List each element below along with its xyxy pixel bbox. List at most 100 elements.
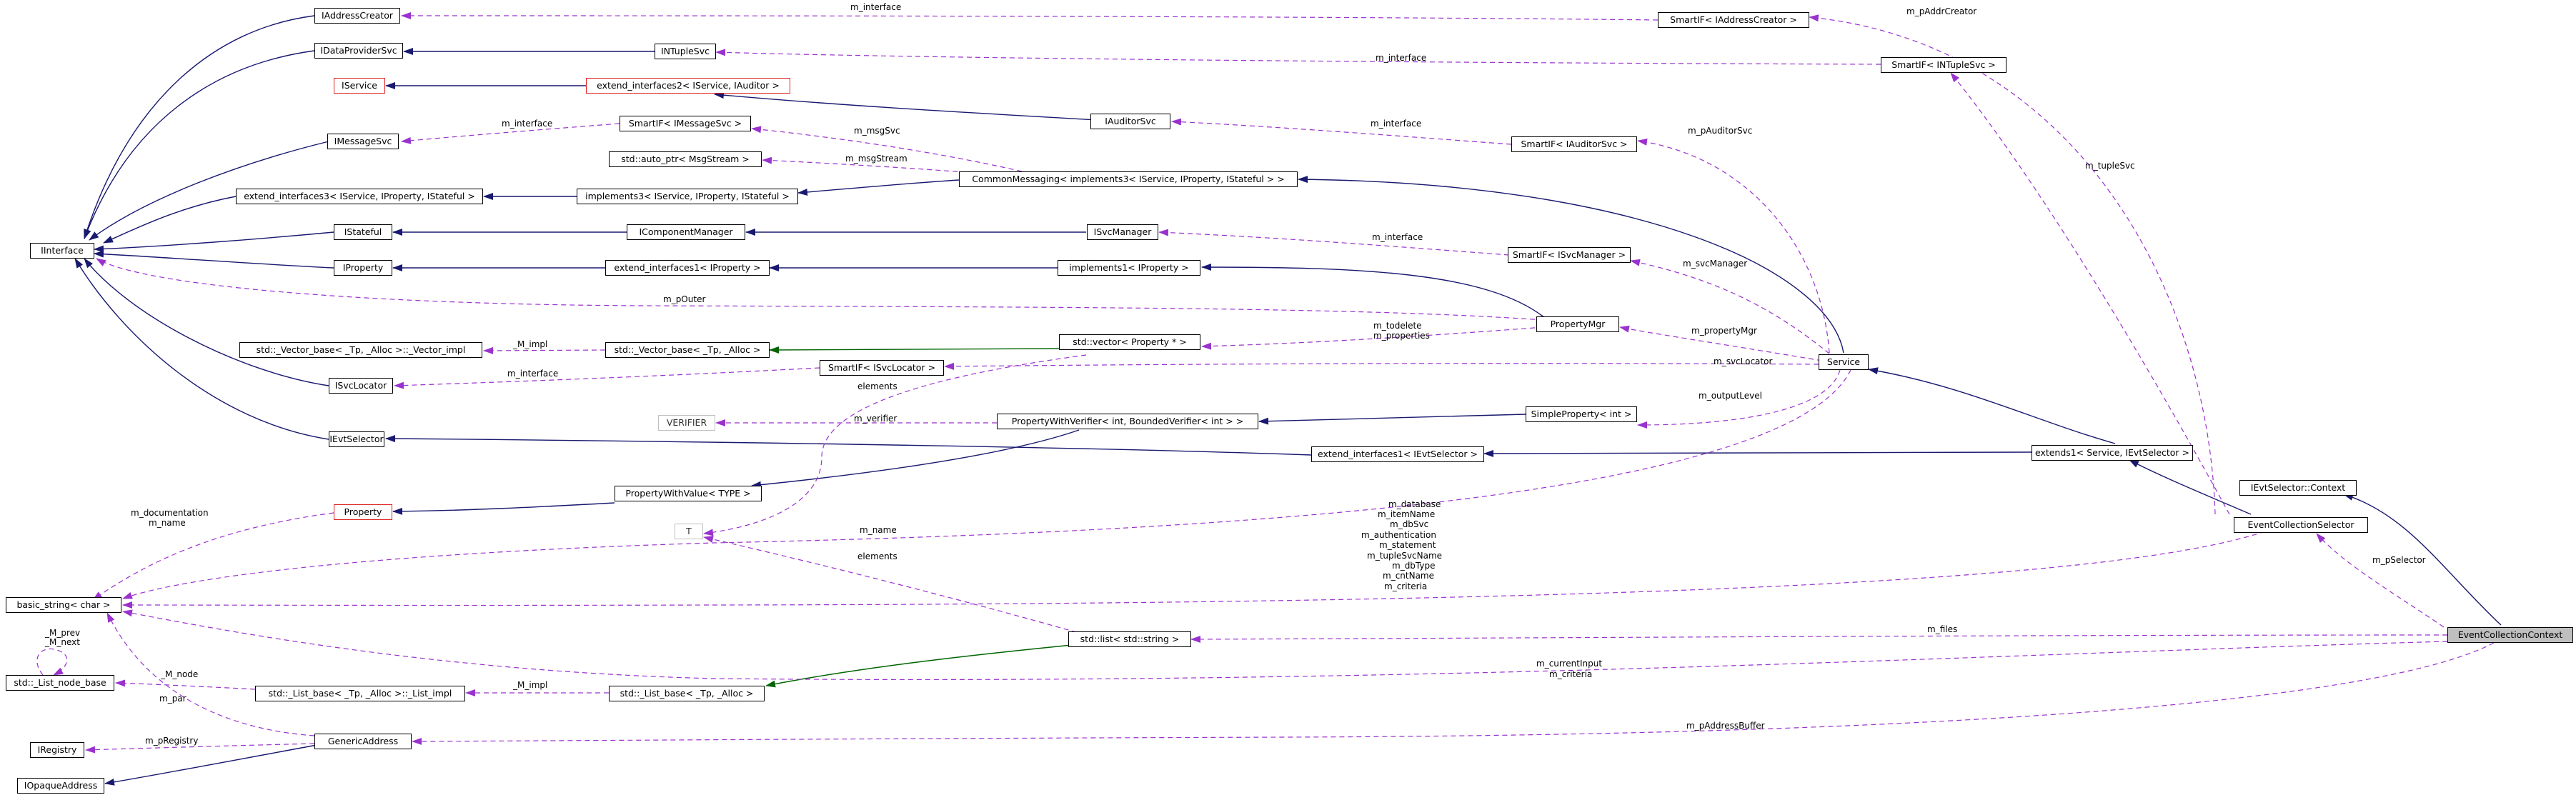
edge-extend1evt-ievtselector: [385, 435, 1312, 456]
edge-selector-basicstring: [122, 531, 2266, 609]
edge-commonmessaging-smartif-msgsvc: [751, 126, 1023, 172]
class-node-eventcollectioncontext[interactable]: EventCollectionContext: [2447, 627, 2573, 643]
edge-context-basicstring: [122, 609, 2448, 681]
edge-service-propertymgr: [1619, 325, 1823, 361]
class-node-smartif-isvclocator[interactable]: SmartIF< ISvcLocator >: [820, 360, 944, 376]
edge-imessagesvc-iinterface: [89, 141, 329, 241]
edge-label: _M_impl: [512, 680, 547, 690]
class-node-smartif-imessagesvc[interactable]: SmartIF< IMessageSvc >: [620, 116, 751, 131]
edge-extends1-extend1evt: [1483, 449, 2032, 457]
class-node-list-node-base[interactable]: std::_List_node_base: [6, 675, 114, 691]
class-node-propertymgr[interactable]: PropertyMgr: [1536, 316, 1619, 332]
class-node-intuplesvc[interactable]: INTupleSvc: [655, 44, 716, 59]
edge-service-simpleproperty: [1637, 369, 1841, 429]
class-node-list-base-impl[interactable]: std::_List_base< _Tp, _Alloc >::_List_im…: [255, 686, 465, 701]
class-node-icomponentmanager[interactable]: IComponentManager: [627, 224, 745, 240]
class-node-t[interactable]: T: [675, 524, 703, 539]
edge-service-smartif-svcmanager: [1630, 259, 1830, 354]
edge-label: m_pSelector: [2372, 555, 2426, 565]
class-node-extend-interfaces2[interactable]: extend_interfaces2< IService, IAuditor >: [586, 78, 790, 94]
class-node-simpleproperty-int[interactable]: SimpleProperty< int >: [1526, 406, 1637, 422]
edge-listnode-self: [36, 648, 68, 676]
edge-selector-smartif-addrcreator: [1809, 14, 2216, 515]
edge-vectorproperty-t: [703, 354, 1087, 536]
edge-label: m_documentation: [131, 508, 209, 518]
edge-propertywithvalue-property: [392, 502, 615, 515]
class-node-imessagesvc[interactable]: IMessageSvc: [327, 134, 399, 149]
edge-label: m_par: [159, 694, 187, 704]
class-node-idataprovidersvc[interactable]: IDataProviderSvc: [314, 43, 403, 59]
edge-label: m_interface: [850, 2, 901, 12]
edge-eventcollectioncontext-context: [2343, 494, 2502, 626]
class-node-iproperty[interactable]: IProperty: [334, 260, 392, 276]
class-node-extend-interfaces3[interactable]: extend_interfaces3< IService, IProperty,…: [236, 189, 483, 204]
class-node-extends1[interactable]: extends1< Service, IEvtSelector >: [2032, 445, 2193, 461]
edge-label: m_pAuditorSvc: [1688, 126, 1752, 136]
edge-label: m_tupleSvcName: [1367, 551, 1442, 561]
edge-extend3-iinterface: [103, 196, 237, 244]
class-node-iopaqueaddress[interactable]: IOpaqueAddress: [17, 778, 104, 794]
edge-liststring-t: [703, 536, 1094, 638]
edge-label: m_dbType: [1392, 561, 1436, 571]
class-node-ievtselector[interactable]: IEvtSelector: [329, 431, 384, 447]
class-node-vector-base[interactable]: std::_Vector_base< _Tp, _Alloc >: [605, 342, 770, 358]
edge-propertymgr-iinterface: [96, 258, 1544, 321]
class-node-commonmessaging[interactable]: CommonMessaging< implements3< IService, …: [959, 171, 1298, 187]
edge-label: m_interface: [507, 369, 558, 379]
edge-label: m_svcManager: [1683, 259, 1747, 269]
edge-label: m_interface: [502, 119, 552, 129]
class-node-basic-string[interactable]: basic_string< char >: [6, 597, 121, 613]
class-node-smartif-isvcmanager[interactable]: SmartIF< ISvcManager >: [1508, 247, 1631, 263]
class-node-iauditorsvc[interactable]: IAuditorSvc: [1090, 114, 1170, 129]
edge-smartif-svclocator-isvclocator: [394, 367, 820, 389]
edge-label: _M_impl: [512, 339, 547, 349]
edge-label: m_properties: [1373, 331, 1430, 341]
class-node-smartif-iaddresscreator[interactable]: SmartIF< IAddressCreator >: [1658, 12, 1809, 28]
edge-label: m_dbSvc: [1390, 519, 1428, 529]
class-node-istateful[interactable]: IStateful: [334, 224, 392, 240]
class-node-eventcollectionselector[interactable]: EventCollectionSelector: [2234, 517, 2368, 533]
class-node-propertywithvalue[interactable]: PropertyWithValue< TYPE >: [615, 486, 762, 501]
class-node-iaddresscreator[interactable]: IAddressCreator: [314, 8, 400, 24]
edge-genericaddress-iregistry: [85, 743, 315, 754]
edge-genericaddress-basicstring: [106, 612, 315, 736]
class-node-vector-property[interactable]: std::vector< Property * >: [1059, 334, 1200, 350]
edge-service-commonmessaging: [1298, 176, 1844, 354]
edge-iauditorsvc-extend2: [714, 91, 1123, 122]
class-node-iservice[interactable]: IService: [334, 78, 385, 94]
class-node-auto-ptr-msgstream[interactable]: std::auto_ptr< MsgStream >: [609, 151, 762, 167]
class-node-iinterface[interactable]: IInterface: [30, 243, 94, 259]
class-node-isvclocator[interactable]: ISvcLocator: [329, 378, 393, 394]
edge-genericaddress-iopaqueaddress: [104, 742, 329, 786]
edge-context-liststring: [1190, 634, 2448, 643]
class-node-extend-interfaces1-ievtselector[interactable]: extend_interfaces1< IEvtSelector >: [1311, 446, 1484, 462]
edge-label: m_criteria: [1384, 581, 1427, 591]
edge-smartif-intuplesvc-intuplesvc: [715, 49, 1881, 65]
class-node-isvcmanager[interactable]: ISvcManager: [1087, 224, 1158, 240]
class-node-smartif-intuplesvc[interactable]: SmartIF< INTupleSvc >: [1881, 57, 2006, 73]
edge-propertymgr-vectorproperty: [1201, 326, 1544, 350]
class-node-smartif-iauditorsvc[interactable]: SmartIF< IAuditorSvc >: [1511, 136, 1637, 152]
class-node-ievtselector-context[interactable]: IEvtSelector::Context: [2239, 480, 2357, 496]
edge-label: m_msgStream: [845, 154, 907, 164]
class-node-vector-impl[interactable]: std::_Vector_base< _Tp, _Alloc >::_Vecto…: [239, 342, 482, 358]
class-node-implements3[interactable]: implements3< IService, IProperty, IState…: [577, 189, 798, 204]
edge-label: m_authentication: [1361, 530, 1436, 540]
class-node-service[interactable]: Service: [1819, 354, 1869, 370]
class-node-property[interactable]: Property: [334, 504, 392, 520]
edge-label: m_pAddrCreator: [1906, 6, 1976, 16]
edge-service-smartif-auditorsvc: [1637, 138, 1830, 354]
class-node-propertywithverifier[interactable]: PropertyWithVerifier< int, BoundedVerifi…: [997, 414, 1258, 429]
class-node-list-base[interactable]: std::_List_base< _Tp, _Alloc >: [609, 686, 765, 701]
edge-label: m_msgSvc: [854, 126, 900, 136]
class-node-implements1-iproperty[interactable]: implements1< IProperty >: [1058, 260, 1200, 276]
edge-label: m_pAddressBuffer: [1686, 721, 1765, 731]
class-node-extend-interfaces1-iproperty[interactable]: extend_interfaces1< IProperty >: [605, 260, 770, 276]
class-node-list-string[interactable]: std::list< std::string >: [1068, 631, 1191, 647]
class-node-genericaddress[interactable]: GenericAddress: [314, 734, 412, 749]
edge-service-basicstring: [122, 369, 1851, 599]
class-node-iregistry[interactable]: IRegistry: [30, 742, 84, 758]
class-node-verifier[interactable]: VERIFIER: [658, 415, 715, 431]
edge-vectorproperty-vectorbase: [769, 346, 1065, 354]
